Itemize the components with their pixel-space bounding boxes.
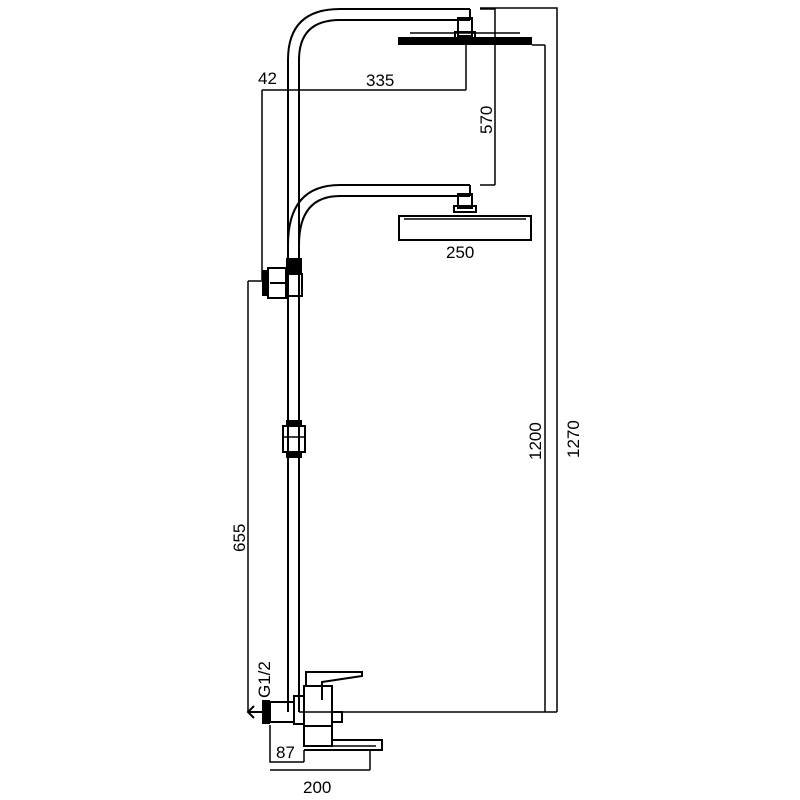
dim-low-arm-height: 1200 (526, 422, 545, 460)
dim-head-diameter: 250 (446, 243, 474, 262)
lower-shower-head (398, 193, 532, 241)
dimension-lines (247, 7, 558, 771)
dim-mixer-width: 200 (303, 778, 331, 797)
dim-inlet-thread: G1/2 (255, 661, 274, 698)
upper-shower-head (398, 17, 532, 45)
sliding-holder (282, 420, 306, 458)
dim-top-arm-length: 335 (366, 71, 394, 90)
diverter-block (262, 258, 303, 299)
dim-arm-spacing: 570 (477, 106, 496, 134)
dim-outlet-height: 655 (230, 524, 249, 552)
dim-riser-offset: 42 (258, 69, 277, 88)
riser-pipe (287, 60, 300, 712)
bath-mixer (246, 671, 383, 751)
dim-spout-offset: 87 (276, 743, 295, 762)
upper-shower-arm (287, 8, 471, 61)
dim-overall-height: 1270 (564, 420, 583, 458)
